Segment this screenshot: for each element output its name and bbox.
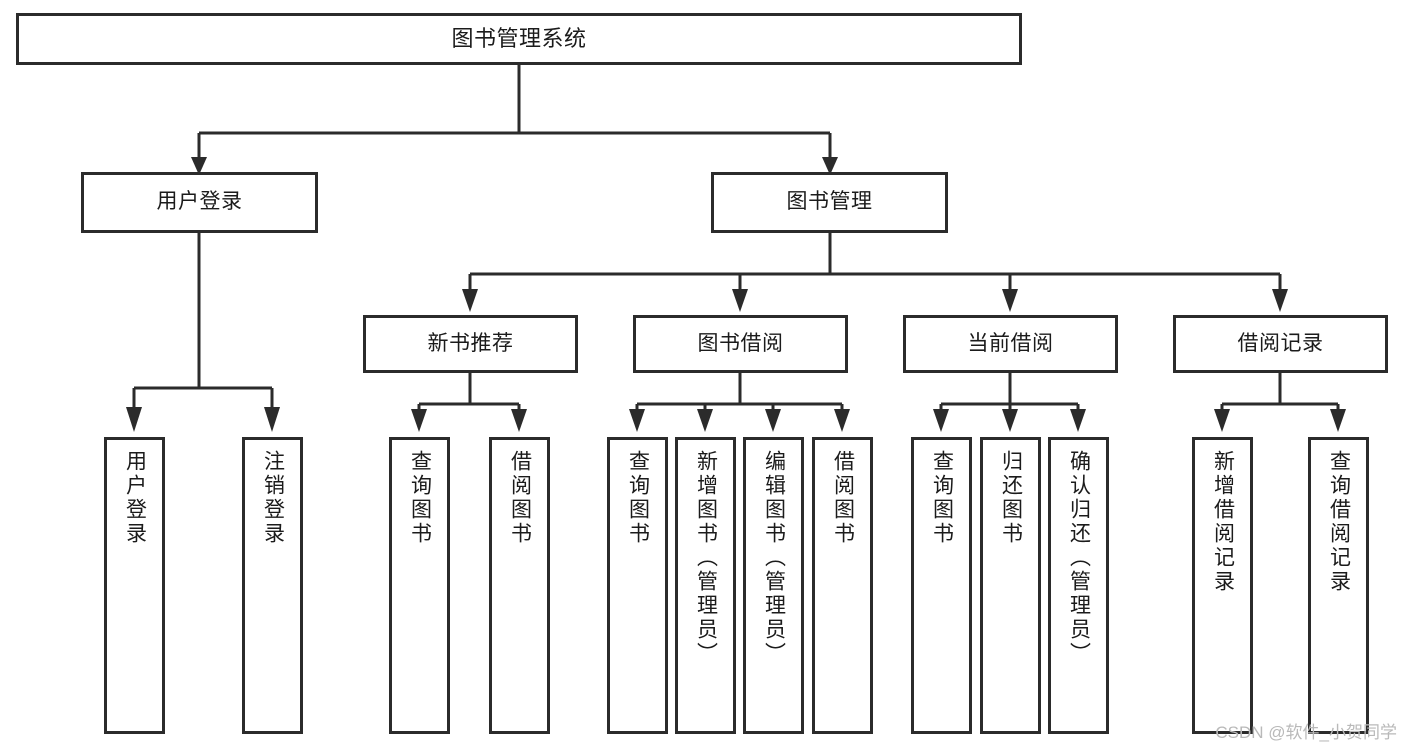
node-new-book-rec-label: 新书推荐 [427,331,514,355]
arrow-leaf-confirm-return [1070,409,1086,432]
node-new-book-rec[interactable]: 新书推荐 [363,315,578,373]
node-leaf-add-record[interactable]: 新增借阅记录 [1192,437,1253,734]
node-leaf-query-book-1-label: 查询图书 [408,450,432,546]
node-book-manage-label: 图书管理 [786,190,873,214]
arrow-leaf-add-book [697,409,713,432]
node-leaf-add-book[interactable]: 新增图书（管理员） [675,437,736,734]
node-leaf-query-book-3-label: 查询图书 [930,450,954,546]
arrow-leaf-query-book-1 [411,409,427,432]
node-leaf-user-login[interactable]: 用户登录 [104,437,165,734]
arrow-leaf-return-book [1002,409,1018,432]
node-book-borrow-label: 图书借阅 [697,331,784,355]
node-leaf-query-book-2[interactable]: 查询图书 [607,437,668,734]
node-leaf-borrow-book-2-label: 借阅图书 [831,450,855,546]
node-leaf-return-book[interactable]: 归还图书 [980,437,1041,734]
node-leaf-query-book-3[interactable]: 查询图书 [911,437,972,734]
arrow-leaf-query-book-2 [629,409,645,432]
node-leaf-user-logout[interactable]: 注销登录 [242,437,303,734]
node-leaf-add-book-label: 新增图书（管理员） [694,450,718,666]
node-borrow-record[interactable]: 借阅记录 [1173,315,1388,373]
arrow-book-borrow [732,289,748,312]
arrow-leaf-add-record [1214,409,1230,432]
node-current-borrow-label: 当前借阅 [967,331,1054,355]
node-leaf-return-book-label: 归还图书 [999,450,1023,546]
arrow-current-borrow [1002,289,1018,312]
node-root-label: 图书管理系统 [451,26,587,52]
watermark: CSDN @软件_小贺同学 [1215,723,1397,742]
node-leaf-borrow-book-2[interactable]: 借阅图书 [812,437,873,734]
node-leaf-user-logout-label: 注销登录 [261,450,285,546]
node-root[interactable]: 图书管理系统 [16,13,1022,65]
arrow-leaf-borrow-book-2 [834,409,850,432]
node-leaf-borrow-book-1-label: 借阅图书 [508,450,532,546]
node-leaf-query-book-2-label: 查询图书 [626,450,650,546]
node-book-manage[interactable]: 图书管理 [711,172,948,233]
arrow-leaf-edit-book [765,409,781,432]
node-leaf-user-login-label: 用户登录 [123,450,147,546]
node-leaf-edit-book[interactable]: 编辑图书（管理员） [743,437,804,734]
node-leaf-query-record-label: 查询借阅记录 [1327,450,1351,594]
node-current-borrow[interactable]: 当前借阅 [903,315,1118,373]
node-leaf-query-record[interactable]: 查询借阅记录 [1308,437,1369,734]
node-user-login-label: 用户登录 [156,190,243,214]
arrow-new-book-rec [462,289,478,312]
arrow-leaf-user-logout [264,407,280,432]
node-book-borrow[interactable]: 图书借阅 [633,315,848,373]
node-leaf-edit-book-label: 编辑图书（管理员） [762,450,786,666]
node-leaf-borrow-book-1[interactable]: 借阅图书 [489,437,550,734]
node-leaf-confirm-return-label: 确认归还（管理员） [1067,450,1091,666]
arrow-leaf-user-login [126,407,142,432]
node-user-login[interactable]: 用户登录 [81,172,318,233]
arrow-leaf-borrow-book-1 [511,409,527,432]
arrow-borrow-record [1272,289,1288,312]
node-leaf-confirm-return[interactable]: 确认归还（管理员） [1048,437,1109,734]
arrow-leaf-query-record [1330,409,1346,432]
arrow-leaf-query-book-3 [933,409,949,432]
node-leaf-add-record-label: 新增借阅记录 [1211,450,1235,594]
node-leaf-query-book-1[interactable]: 查询图书 [389,437,450,734]
node-borrow-record-label: 借阅记录 [1237,331,1324,355]
